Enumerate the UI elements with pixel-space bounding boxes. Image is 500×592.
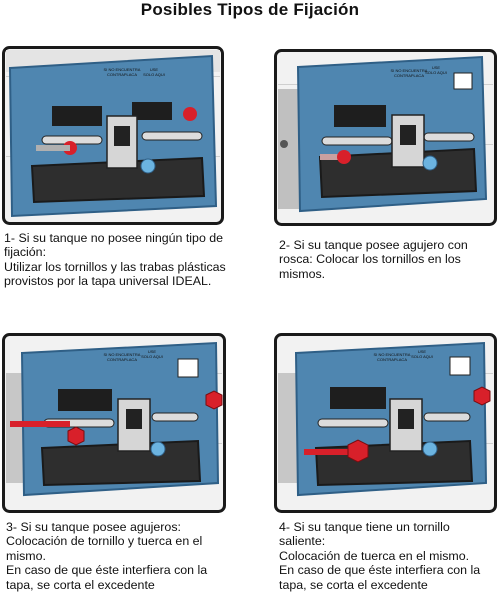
diagram-4: SI NO ENCUENTRA CONTRAPLACA USE SOLO AQU… (274, 333, 497, 513)
plate-label-line-4: SOLO AQUI (141, 354, 163, 359)
plate-label-line-4: SOLO AQUI (411, 354, 433, 359)
plate-label-line-1: SI NO ENCUENTRA (391, 68, 428, 73)
caption-1-line-3: Utilizar los tornillos y las trabas plás… (4, 259, 226, 274)
caption-3-line-1: 3- Si su tanque posee agujeros: (6, 520, 181, 534)
plate-label-line-3: USE (418, 349, 427, 354)
caption-1: 1- Si su tanque no posee ningún tipo de … (4, 231, 226, 289)
nut-icon (67, 426, 85, 446)
nut-icon (205, 390, 223, 410)
diagram-panel-2: SI NO ENCUENTRA CONTRAPLACA USE SOLO AQU… (274, 49, 497, 226)
threaded-hole-icon (280, 140, 288, 148)
caption-4-line-4: En caso de que éste interfiera con la (279, 563, 481, 578)
caption-3-line-2: Colocación de tornillo y tuerca en el (6, 534, 203, 549)
knob-icon (422, 441, 438, 457)
plate-label-line-1: SI NO ENCUENTRA (374, 352, 411, 357)
plate-label-line-3: USE (432, 65, 441, 70)
bolt-icon (337, 150, 351, 164)
caption-4-line-3: Colocación de tuerca en el mismo. (279, 548, 470, 563)
plate-label-line-1: SI NO ENCUENTRA (104, 67, 141, 72)
diagram-panel-3: SI NO ENCUENTRA CONTRAPLACA USE SOLO AQU… (2, 333, 226, 513)
diagram-1: SI NO ENCUENTRA CONTRAPLACA USE SOLO AQU… (2, 46, 224, 225)
caption-3-line-3: mismo. (6, 548, 46, 563)
diagram-2: SI NO ENCUENTRA CONTRAPLACA USE SOLO AQU… (274, 49, 497, 226)
caption-3: 3- Si su tanque posee agujeros: Colocaci… (6, 520, 207, 592)
caption-4-line-1: 4- Si su tanque tiene un tornillo (279, 520, 450, 534)
diagram-panel-4: SI NO ENCUENTRA CONTRAPLACA USE SOLO AQU… (274, 333, 497, 513)
caption-1-line-1: 1- Si su tanque no posee ningún tipo de (4, 231, 224, 245)
plate-label-line-4: SOLO AQUI (143, 72, 165, 77)
caption-4-line-2: saliente: (279, 534, 326, 549)
plate-label-line-1: SI NO ENCUENTRA (104, 352, 141, 357)
plate-label-line-2: CONTRAPLACA (394, 73, 424, 78)
caption-2-line-3: mismos. (279, 266, 326, 281)
nut-icon (347, 439, 369, 463)
caption-1-line-4: provistos por la tapa universal IDEAL. (4, 274, 212, 289)
page-title: Posibles Tipos de Fijación (140, 0, 360, 19)
plate-label-line-4: SOLO AQUI (425, 70, 447, 75)
plate-label-line-2: CONTRAPLACA (377, 357, 407, 362)
caption-4: 4- Si su tanque tiene un tornillo salien… (279, 520, 480, 592)
caption-1-line-2: fijación: (4, 245, 47, 260)
caption-3-line-5: tapa, se corta el excedente (6, 577, 155, 592)
knob-icon (150, 441, 166, 457)
knob-icon (422, 155, 438, 171)
caption-2-line-1: 2- Si su tanque posee agujero con (279, 238, 468, 252)
nut-icon (473, 386, 491, 406)
diagram-3: SI NO ENCUENTRA CONTRAPLACA USE SOLO AQU… (2, 333, 226, 513)
caption-2-line-2: rosca: Colocar los tornillos en los (279, 252, 461, 267)
bolt-icon (183, 107, 197, 121)
caption-3-line-4: En caso de que éste interfiera con la (6, 563, 208, 578)
caption-2: 2- Si su tanque posee agujero con rosca:… (279, 238, 468, 281)
plate-label-line-3: USE (150, 67, 159, 72)
plate-label-line-3: USE (148, 349, 157, 354)
plate-label-line-2: CONTRAPLACA (107, 357, 137, 362)
plate-label-line-2: CONTRAPLACA (107, 72, 137, 77)
caption-4-line-5: tapa, se corta el excedente (279, 577, 428, 592)
knob-icon (140, 158, 156, 174)
diagram-panel-1: SI NO ENCUENTRA CONTRAPLACA USE SOLO AQU… (2, 46, 224, 225)
